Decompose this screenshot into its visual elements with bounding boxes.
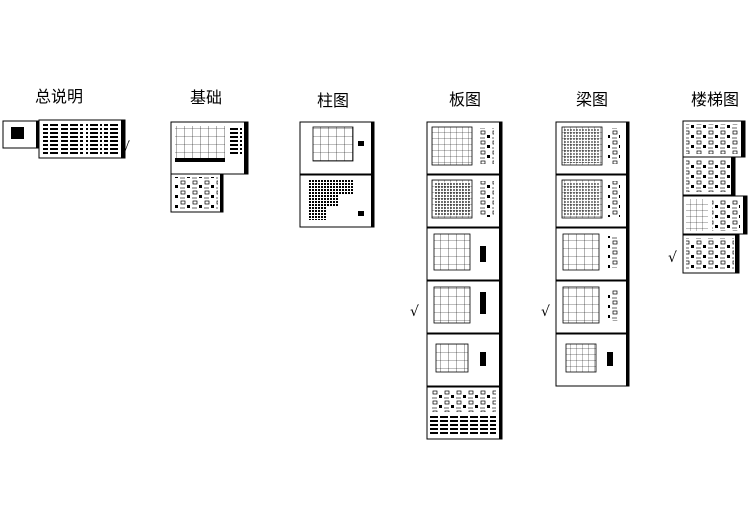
- sheets-general-notes: [2, 119, 126, 159]
- sheets-stair: [682, 120, 748, 274]
- column-label-foundation: 基础: [190, 88, 223, 107]
- sheets-foundation: [170, 121, 249, 213]
- sheets-slab: [426, 121, 503, 440]
- sheets-beam: [555, 121, 630, 387]
- column-label-slab: 板图: [449, 90, 482, 109]
- check-mark-slab: √: [410, 304, 419, 320]
- column-label-beam: 梁图: [576, 90, 609, 109]
- column-label-stair: 楼梯图: [691, 90, 740, 109]
- sheets-column: [299, 121, 375, 228]
- column-label-column: 柱图: [317, 91, 350, 110]
- check-mark-stair: √: [668, 250, 677, 266]
- check-mark-beam: √: [541, 304, 550, 320]
- column-label-general-notes: 总说明: [35, 87, 84, 106]
